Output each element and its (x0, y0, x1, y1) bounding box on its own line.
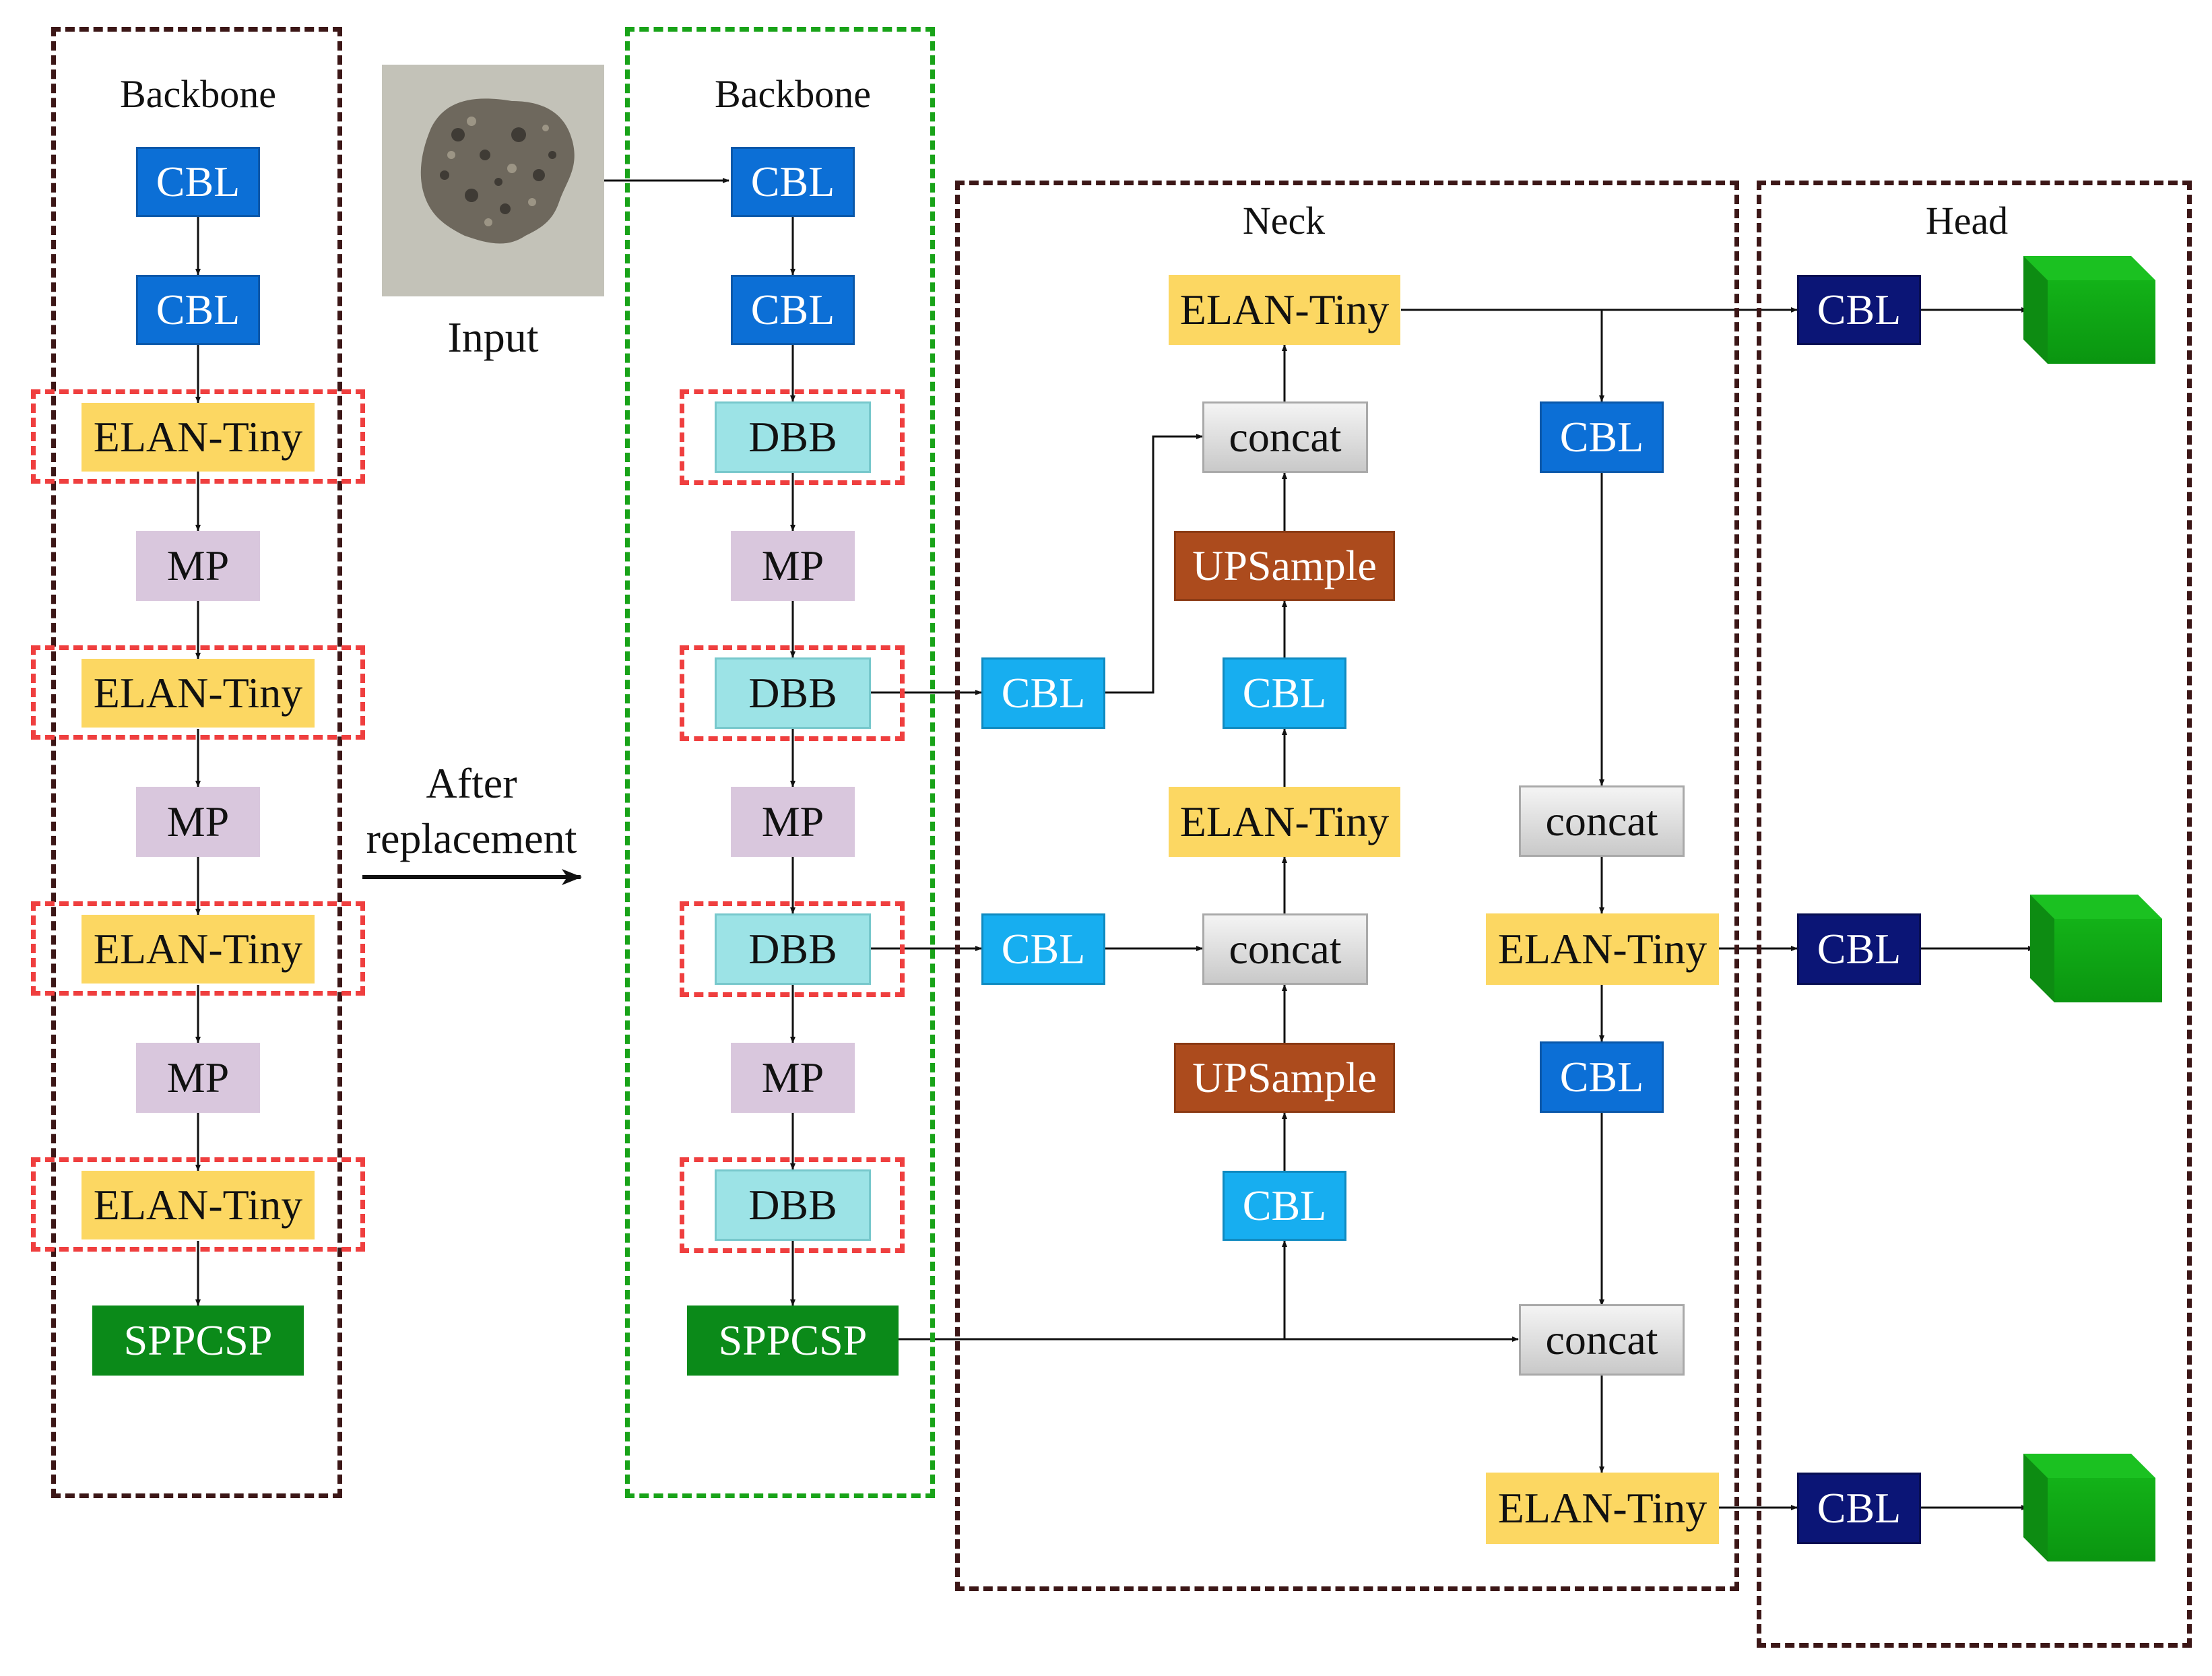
left-elan-4: ELAN-Tiny (82, 1171, 315, 1239)
highlight-frame (31, 1157, 365, 1252)
left-mp-2: MP (136, 787, 260, 857)
green-cube-icon (2023, 1454, 2155, 1561)
head-cbl-2: CBL (1797, 913, 1921, 985)
highlight-frame (31, 389, 365, 484)
aggregate-stone-photo (382, 65, 604, 296)
left-cbl-1: CBL (136, 147, 260, 217)
left-backbone-title: Backbone (120, 72, 276, 116)
left-backbone-frame (51, 27, 342, 1498)
new-dbb-4: DBB (715, 1169, 871, 1241)
highlight-frame (31, 645, 365, 740)
replacement-label: replacement (366, 814, 577, 862)
left-sppcsp: SPPCSP (92, 1306, 304, 1376)
input-label: Input (447, 313, 539, 361)
neck-cbl-low: CBL (1223, 1171, 1346, 1241)
neck-title: Neck (1242, 199, 1326, 243)
neck-right-elan-1: ELAN-Tiny (1486, 913, 1719, 985)
head-title: Head (1925, 199, 2009, 243)
neck-lateral-cbl-2: CBL (981, 913, 1105, 985)
new-dbb-1: DBB (715, 401, 871, 473)
highlight-frame (680, 389, 905, 485)
new-sppcsp: SPPCSP (687, 1306, 899, 1376)
highlight-frame (680, 1157, 905, 1253)
highlight-frame (680, 645, 905, 741)
neck-right-cbl-mid: CBL (1540, 1041, 1664, 1113)
neck-frame (955, 181, 1739, 1591)
neck-right-concat-2: concat (1519, 1304, 1685, 1376)
head-cbl-3: CBL (1797, 1473, 1921, 1544)
left-elan-3: ELAN-Tiny (82, 915, 315, 984)
neck-concat-top: concat (1202, 401, 1368, 473)
new-mp-1: MP (731, 531, 855, 601)
after-label: After (426, 759, 517, 807)
new-dbb-2: DBB (715, 657, 871, 729)
neck-right-concat-1: concat (1519, 785, 1685, 857)
green-cube-icon (2023, 256, 2155, 364)
green-cube-icon (2030, 895, 2162, 1002)
new-dbb-3: DBB (715, 913, 871, 985)
new-backbone-title: Backbone (715, 72, 871, 116)
new-backbone-frame (625, 27, 935, 1498)
new-cbl-2: CBL (731, 275, 855, 345)
left-mp-1: MP (136, 531, 260, 601)
head-cbl-1: CBL (1797, 275, 1921, 345)
highlight-frame (31, 901, 365, 996)
left-cbl-2: CBL (136, 275, 260, 345)
head-frame (1757, 181, 2192, 1648)
new-mp-2: MP (731, 787, 855, 857)
left-elan-2: ELAN-Tiny (82, 659, 315, 728)
neck-right-cbl-top: CBL (1540, 401, 1664, 473)
left-elan-1: ELAN-Tiny (82, 403, 315, 472)
neck-upsample-low: UPSample (1174, 1043, 1395, 1113)
neck-elan-top: ELAN-Tiny (1169, 275, 1400, 345)
new-mp-3: MP (731, 1043, 855, 1113)
neck-elan-mid: ELAN-Tiny (1169, 787, 1400, 857)
new-cbl-1: CBL (731, 147, 855, 217)
neck-upsample-top: UPSample (1174, 531, 1395, 601)
highlight-frame (680, 901, 905, 997)
neck-right-elan-2: ELAN-Tiny (1486, 1473, 1719, 1544)
left-mp-3: MP (136, 1043, 260, 1113)
neck-concat-mid: concat (1202, 913, 1368, 985)
neck-lateral-cbl-1: CBL (981, 657, 1105, 729)
neck-cbl-mid: CBL (1223, 657, 1346, 729)
